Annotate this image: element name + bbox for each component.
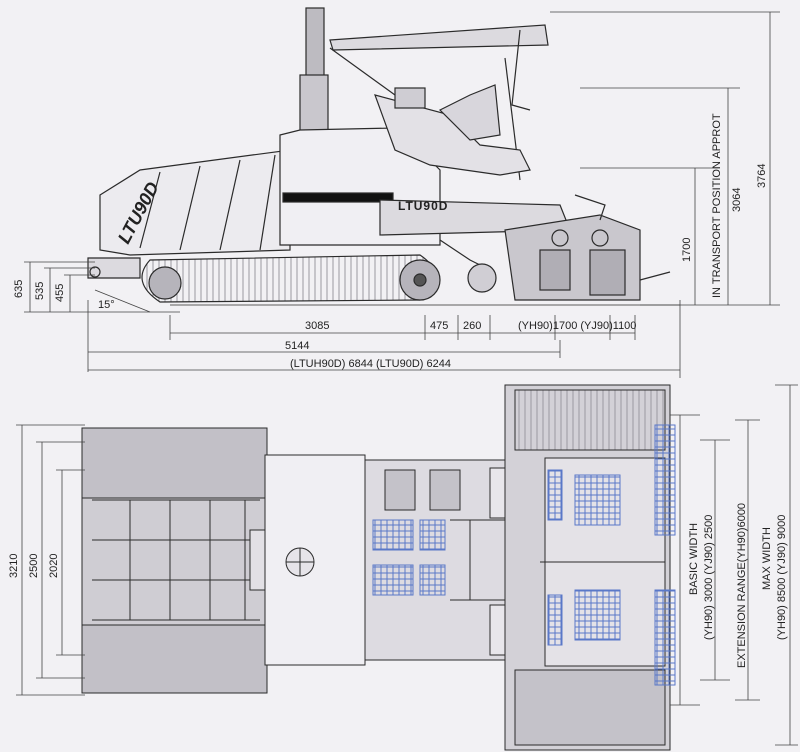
roller-wheel	[467, 263, 497, 293]
screed-plate	[654, 424, 676, 536]
screed-plate	[654, 589, 676, 686]
exhaust-stack	[305, 7, 325, 84]
dim-260: 260	[463, 320, 481, 332]
max-width-values: (YH90) 8500 (YJ90) 9000	[776, 515, 788, 640]
screed-side	[504, 194, 671, 301]
engine-top	[264, 454, 366, 666]
dim-635: 635	[13, 280, 25, 298]
basic-width-title: BASIC WIDTH	[688, 523, 700, 595]
angle-label: 15°	[98, 299, 115, 311]
dim-3085: 3085	[305, 320, 329, 332]
deck-plate	[372, 519, 414, 551]
dim-2500-left: 2500	[28, 554, 40, 578]
side-length-dims	[87, 300, 681, 378]
body-model-label: LTU90D	[398, 199, 448, 213]
screed-plate	[574, 474, 621, 526]
side-right-dims	[550, 11, 780, 306]
top-right-dims	[670, 384, 798, 746]
top-view	[81, 384, 676, 751]
body-stripe	[282, 192, 394, 203]
deck-plate	[372, 564, 414, 596]
dim-455: 455	[54, 284, 66, 302]
dim-5144: 5144	[285, 340, 309, 352]
dim-screed-extension: (YH90)1700 (YJ90)1100	[518, 320, 636, 332]
dim-475: 475	[430, 320, 448, 332]
dim-3210: 3210	[8, 554, 20, 578]
screed-plate	[547, 594, 563, 646]
transport-note: IN TRANSPORT POSITION APPROT	[711, 113, 723, 298]
max-width-title: MAX WIDTH	[761, 527, 773, 590]
dim-2020: 2020	[48, 554, 60, 578]
dim-3064: 3064	[731, 188, 743, 212]
operator-station	[374, 84, 531, 176]
side-view	[87, 7, 680, 306]
deck-plate	[419, 519, 446, 551]
extension-range: EXTENSION RANGE(YH90)6000	[736, 503, 748, 668]
screed-plate	[574, 589, 621, 641]
basic-width-values: (YH90) 3000 (YJ90) 2500	[703, 515, 715, 640]
dim-535: 535	[34, 282, 46, 300]
dim-overall-length: (LTUH90D) 6844 (LTU90D) 6244	[290, 358, 451, 370]
crawler-track	[141, 254, 441, 303]
screed-plate	[547, 469, 563, 521]
dim-3764: 3764	[756, 164, 768, 188]
hopper	[99, 149, 291, 256]
side-height-dims	[24, 261, 180, 313]
dim-1700-vertical: 1700	[681, 238, 693, 262]
top-left-dims	[16, 424, 85, 696]
deck-plate	[419, 564, 446, 596]
